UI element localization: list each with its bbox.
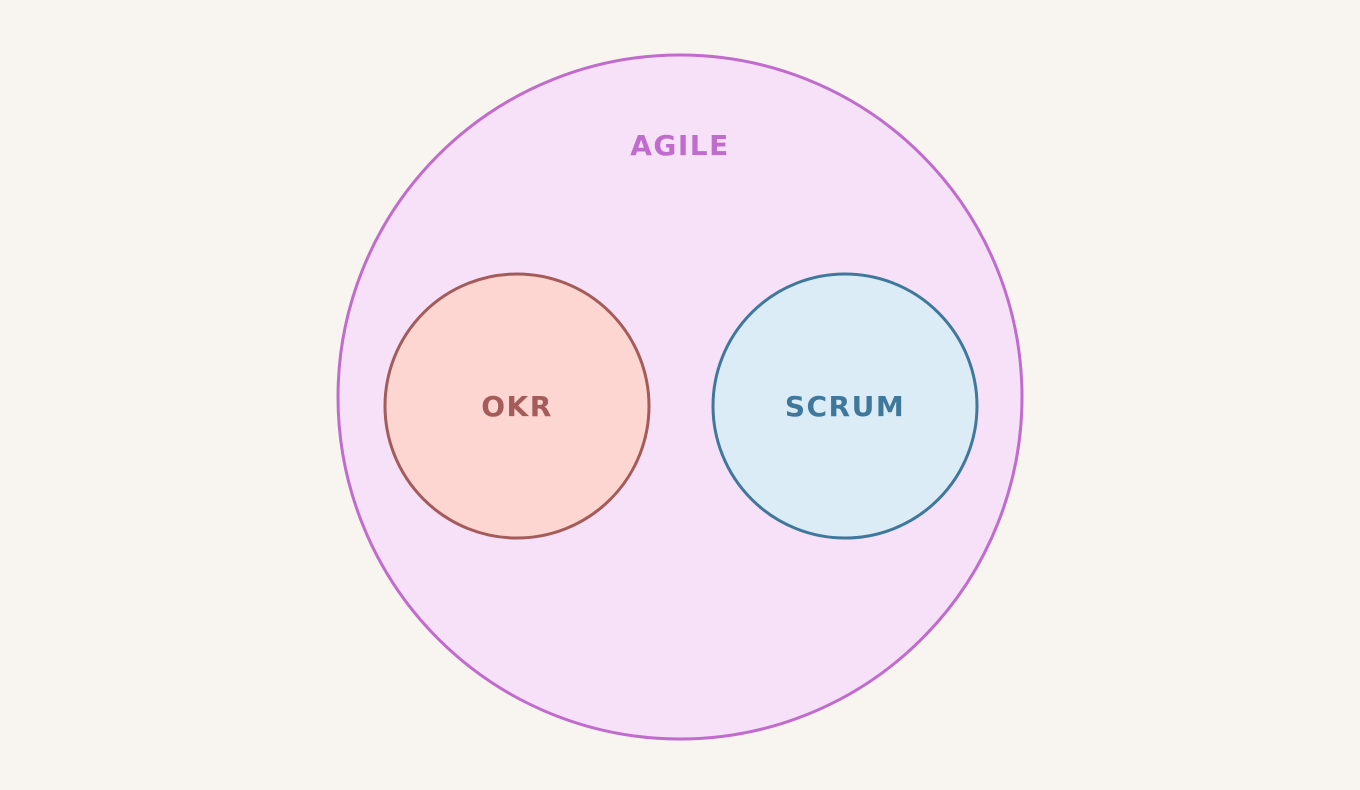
- okr-label: OKR: [481, 390, 553, 423]
- agile-label: AGILE: [630, 129, 730, 162]
- scrum-label: SCRUM: [785, 390, 905, 423]
- okr-circle: [383, 272, 651, 540]
- agile-circle: [336, 53, 1024, 741]
- scrum-circle: [711, 272, 979, 540]
